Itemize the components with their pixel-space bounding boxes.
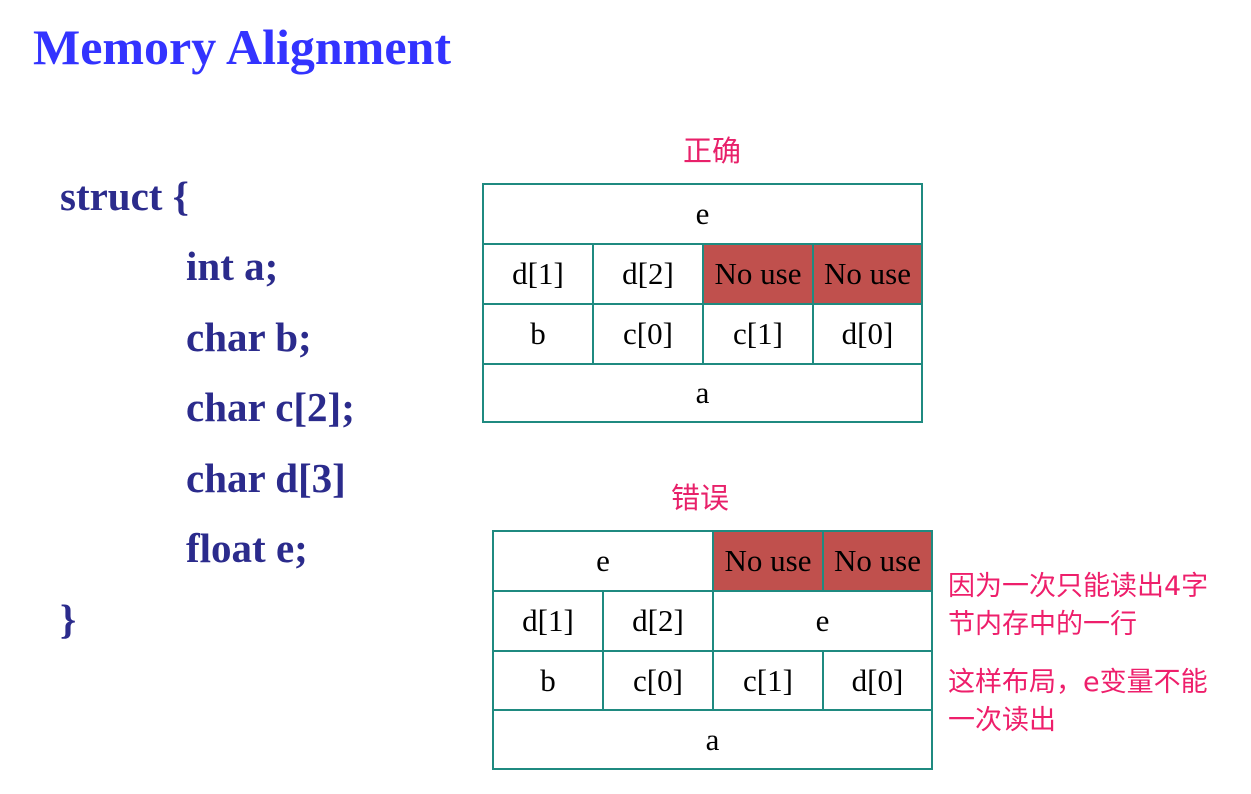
memory-cell: d[2] [602, 590, 714, 652]
memory-cell: c[0] [602, 650, 714, 711]
memory-cell: c[1] [702, 303, 814, 365]
memory-cell: e [492, 530, 714, 592]
memory-cell: d[0] [822, 650, 933, 711]
memory-cell: c[1] [712, 650, 824, 711]
note-line: 因为一次只能读出4字 [948, 571, 1209, 602]
unused-cell: No use [812, 243, 923, 305]
memory-cell: d[0] [812, 303, 923, 365]
memory-cell: e [482, 183, 923, 245]
memory-cell: a [492, 709, 933, 770]
unused-cell: No use [712, 530, 824, 592]
code-line: char d[3] [186, 455, 346, 501]
code-line: } [60, 596, 77, 642]
note-line: 一次读出 [948, 705, 1056, 736]
memory-cell: a [482, 363, 923, 423]
code-line: char b; [186, 314, 312, 360]
memory-cell: c[0] [592, 303, 704, 365]
code-line: char c[2]; [186, 384, 355, 430]
memory-cell: d[1] [482, 243, 594, 305]
code-line: float e; [186, 525, 308, 571]
slide-title: Memory Alignment [33, 19, 451, 75]
correct-label: 正确 [683, 134, 742, 168]
code-line: struct { [60, 173, 189, 219]
wrong-label: 错误 [671, 481, 730, 515]
unused-cell: No use [822, 530, 933, 592]
memory-cell: b [482, 303, 594, 365]
memory-cell: d[1] [492, 590, 604, 652]
unused-cell: No use [702, 243, 814, 305]
code-line: int a; [186, 243, 279, 289]
note-line: 节内存中的一行 [948, 609, 1137, 640]
memory-cell: b [492, 650, 604, 711]
memory-cell: e [712, 590, 933, 652]
note-line: 这样布局，e变量不能 [948, 667, 1208, 698]
memory-cell: d[2] [592, 243, 704, 305]
